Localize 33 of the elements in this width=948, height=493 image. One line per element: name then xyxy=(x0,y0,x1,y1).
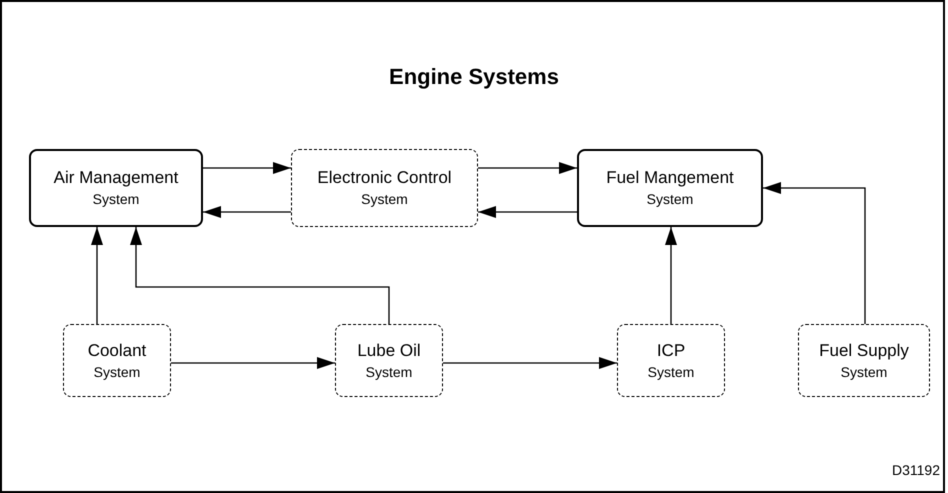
arrow xyxy=(478,206,577,218)
arrow xyxy=(203,162,291,174)
system-subtitle: System xyxy=(92,190,140,209)
system-box xyxy=(798,324,930,397)
arrow xyxy=(665,227,677,324)
arrow xyxy=(203,206,291,218)
system-name: Coolant xyxy=(88,340,146,362)
system-name: Fuel Mangement xyxy=(606,167,734,189)
system-name: Fuel Supply xyxy=(819,340,909,362)
system-subtitle: System xyxy=(94,362,140,382)
system-subtitle: System xyxy=(646,190,694,209)
system-box xyxy=(291,149,478,227)
system-subtitle: System xyxy=(648,362,694,382)
system-subtitle: System xyxy=(840,362,888,382)
system-box xyxy=(63,324,171,397)
system-box xyxy=(335,324,443,397)
system-subtitle: System xyxy=(366,362,412,382)
arrow xyxy=(763,182,866,324)
system-name: Lube Oil xyxy=(357,340,421,362)
arrow xyxy=(130,227,390,324)
system-subtitle: System xyxy=(361,190,408,209)
system-name: Electronic Control xyxy=(317,167,452,189)
system-box xyxy=(29,149,203,227)
diagram-title: Engine Systems xyxy=(388,63,560,91)
system-name: Air Management xyxy=(54,167,178,189)
arrow xyxy=(171,357,335,369)
arrow xyxy=(443,357,617,369)
system-name: ICP xyxy=(656,340,686,362)
arrow xyxy=(478,162,577,174)
system-box xyxy=(617,324,725,397)
arrow xyxy=(91,227,103,324)
figure-code: D31192 xyxy=(892,461,940,480)
system-box xyxy=(577,149,763,227)
